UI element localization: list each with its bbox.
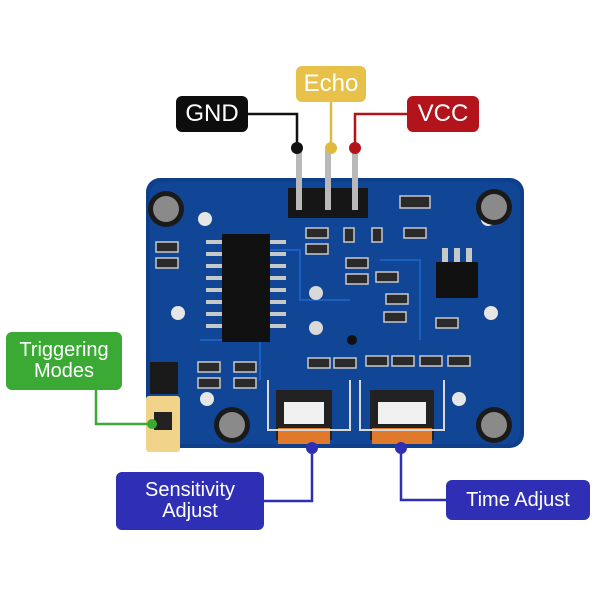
trigger-jumper bbox=[146, 362, 180, 452]
time-adjust-label: Time Adjust bbox=[446, 480, 590, 520]
gnd-label: GND bbox=[176, 96, 248, 132]
time-potentiometer bbox=[370, 390, 434, 444]
pcb-board bbox=[146, 178, 524, 448]
echo-label: Echo bbox=[296, 66, 366, 102]
header-pins bbox=[288, 150, 368, 218]
transistor bbox=[436, 248, 478, 298]
vcc-label: VCC bbox=[407, 96, 479, 132]
sensitivity-adjust-label: Sensitivity Adjust bbox=[116, 472, 264, 530]
triggering-modes-label: Triggering Modes bbox=[6, 332, 122, 390]
sensitivity-potentiometer bbox=[276, 390, 332, 444]
